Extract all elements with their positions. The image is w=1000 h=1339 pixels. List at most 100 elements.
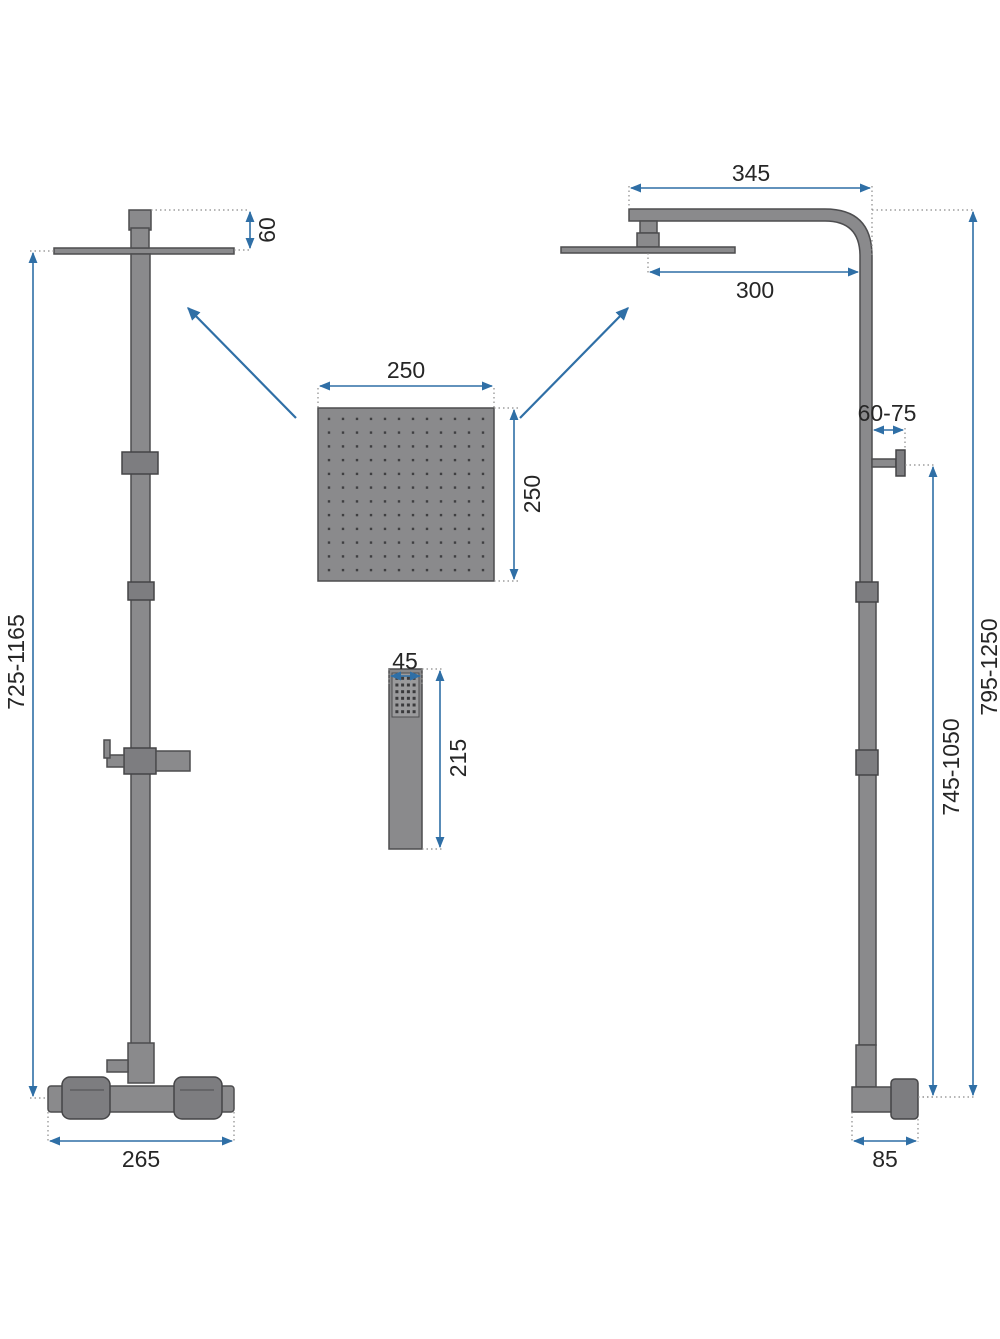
dim-label-arm-outer: 345	[732, 160, 770, 186]
hand-shower-nozzle	[406, 690, 410, 694]
rain-head-nozzle	[467, 513, 471, 517]
rain-head-nozzle	[355, 541, 359, 544]
hand-shower-nozzle	[406, 703, 410, 707]
rain-head-nozzle	[341, 431, 345, 434]
rain-head-nozzle	[369, 541, 373, 544]
side-holder-arm	[871, 458, 897, 468]
hand-shower-nozzle	[406, 710, 410, 714]
rain-head-nozzle	[467, 500, 471, 503]
rain-head-nozzle	[355, 555, 359, 558]
side-valve-body	[851, 1086, 893, 1113]
rain-head-nozzle	[355, 445, 359, 448]
rain-head-nozzle	[369, 568, 373, 572]
rain-head-nozzle	[327, 431, 331, 434]
hand-shower-nozzle	[395, 703, 399, 707]
rain-head-nozzle	[425, 541, 429, 544]
rain-head-nozzle	[383, 541, 387, 544]
rain-head-nozzle	[383, 486, 387, 489]
rain-head-nozzle	[425, 445, 429, 448]
rain-head-nozzle	[327, 500, 331, 503]
rain-head-nozzle	[439, 472, 443, 476]
rain-head-nozzle	[467, 417, 471, 421]
rain-head-nozzle	[481, 527, 485, 531]
rain-head-nozzle	[341, 486, 345, 489]
rain-head-nozzle	[397, 568, 401, 572]
rain-head-nozzles	[327, 417, 485, 572]
head-neck	[130, 227, 150, 249]
rain-head-nozzle	[481, 472, 485, 476]
rain-head-nozzle	[411, 431, 415, 434]
rain-head-nozzle	[481, 417, 485, 421]
hand-shower-nozzle	[412, 683, 416, 687]
hand-shower-nozzle	[401, 710, 405, 714]
rain-head-nozzle	[383, 568, 387, 572]
rain-head-nozzle	[355, 500, 359, 503]
rain-head-nozzle	[453, 568, 457, 572]
rain-head-nozzle	[467, 527, 471, 531]
rain-head-nozzle	[411, 513, 415, 517]
rain-head-nozzle	[369, 513, 373, 517]
rain-head-nozzle	[425, 458, 429, 462]
rain-head-nozzle	[411, 527, 415, 531]
rain-head-nozzle	[481, 458, 485, 462]
side-view-dimensions: 345 300 60-75 745-1050 795-1250 85	[628, 160, 1000, 1172]
rain-head-nozzle	[369, 500, 373, 503]
rain-head-nozzle	[383, 472, 387, 476]
rain-head-nozzle	[425, 417, 429, 421]
rain-head-nozzle	[425, 472, 429, 476]
rain-head-nozzle	[327, 568, 331, 572]
rain-head-nozzle	[411, 445, 415, 448]
rain-head-nozzle	[481, 431, 485, 434]
dim-label-arm-inner: 300	[736, 277, 774, 303]
rain-head-nozzle	[467, 458, 471, 462]
rain-head-nozzle	[439, 486, 443, 489]
rain-head-nozzle	[481, 568, 485, 572]
rain-head-nozzle	[383, 500, 387, 503]
side-joint	[855, 581, 879, 603]
rain-head-nozzle	[453, 541, 457, 544]
rain-head-nozzle	[467, 541, 471, 544]
rain-head-nozzle	[355, 513, 359, 517]
side-head-plate	[560, 246, 736, 254]
rain-head-nozzle	[355, 458, 359, 462]
rain-head-nozzle	[425, 527, 429, 531]
rain-head-nozzle	[467, 472, 471, 476]
hand-shower-nozzle	[412, 703, 416, 707]
hand-shower-nozzle	[406, 696, 410, 700]
dim-label-left-height: 725-1165	[3, 614, 29, 710]
rain-head-nozzle	[397, 555, 401, 558]
rain-head-nozzle	[481, 555, 485, 558]
rain-head-nozzle	[397, 527, 401, 531]
rain-head-nozzle	[453, 417, 457, 421]
rain-head-nozzle	[453, 445, 457, 448]
rain-head-nozzle	[341, 568, 345, 572]
rain-head-nozzle	[341, 555, 345, 558]
slide-collar-upper	[121, 451, 159, 475]
rain-head-nozzle	[341, 472, 345, 476]
arm-connector	[639, 220, 658, 234]
rain-head-nozzle	[383, 431, 387, 434]
rain-head-nozzle	[383, 513, 387, 517]
rain-head-nozzle	[397, 458, 401, 462]
rain-head-side	[53, 247, 235, 255]
rain-head-nozzle	[383, 445, 387, 448]
front-view-dimensions: 60 725-1165 265	[3, 209, 280, 1172]
rain-head-nozzle	[439, 568, 443, 572]
hand-shower-nozzle	[395, 696, 399, 700]
hand-shower-nozzle	[395, 676, 399, 680]
rain-head-nozzle	[481, 500, 485, 503]
rain-head-nozzle	[355, 431, 359, 434]
rain-head-nozzle	[327, 527, 331, 531]
rain-head-nozzle	[425, 486, 429, 489]
side-lower-pipe	[855, 1044, 877, 1088]
rain-head-nozzle	[397, 417, 401, 421]
dim-label-hand-length: 215	[445, 739, 471, 777]
dim-label-holder-height: 745-1050	[938, 718, 964, 815]
rain-head-nozzle	[383, 555, 387, 558]
rain-head-nozzle	[439, 458, 443, 462]
rain-head-nozzle	[467, 431, 471, 434]
rain-head-nozzle	[439, 417, 443, 421]
arrow-to-front-head	[187, 307, 297, 419]
rain-head-nozzle	[453, 513, 457, 517]
dim-label-hand-width: 45	[392, 648, 418, 674]
